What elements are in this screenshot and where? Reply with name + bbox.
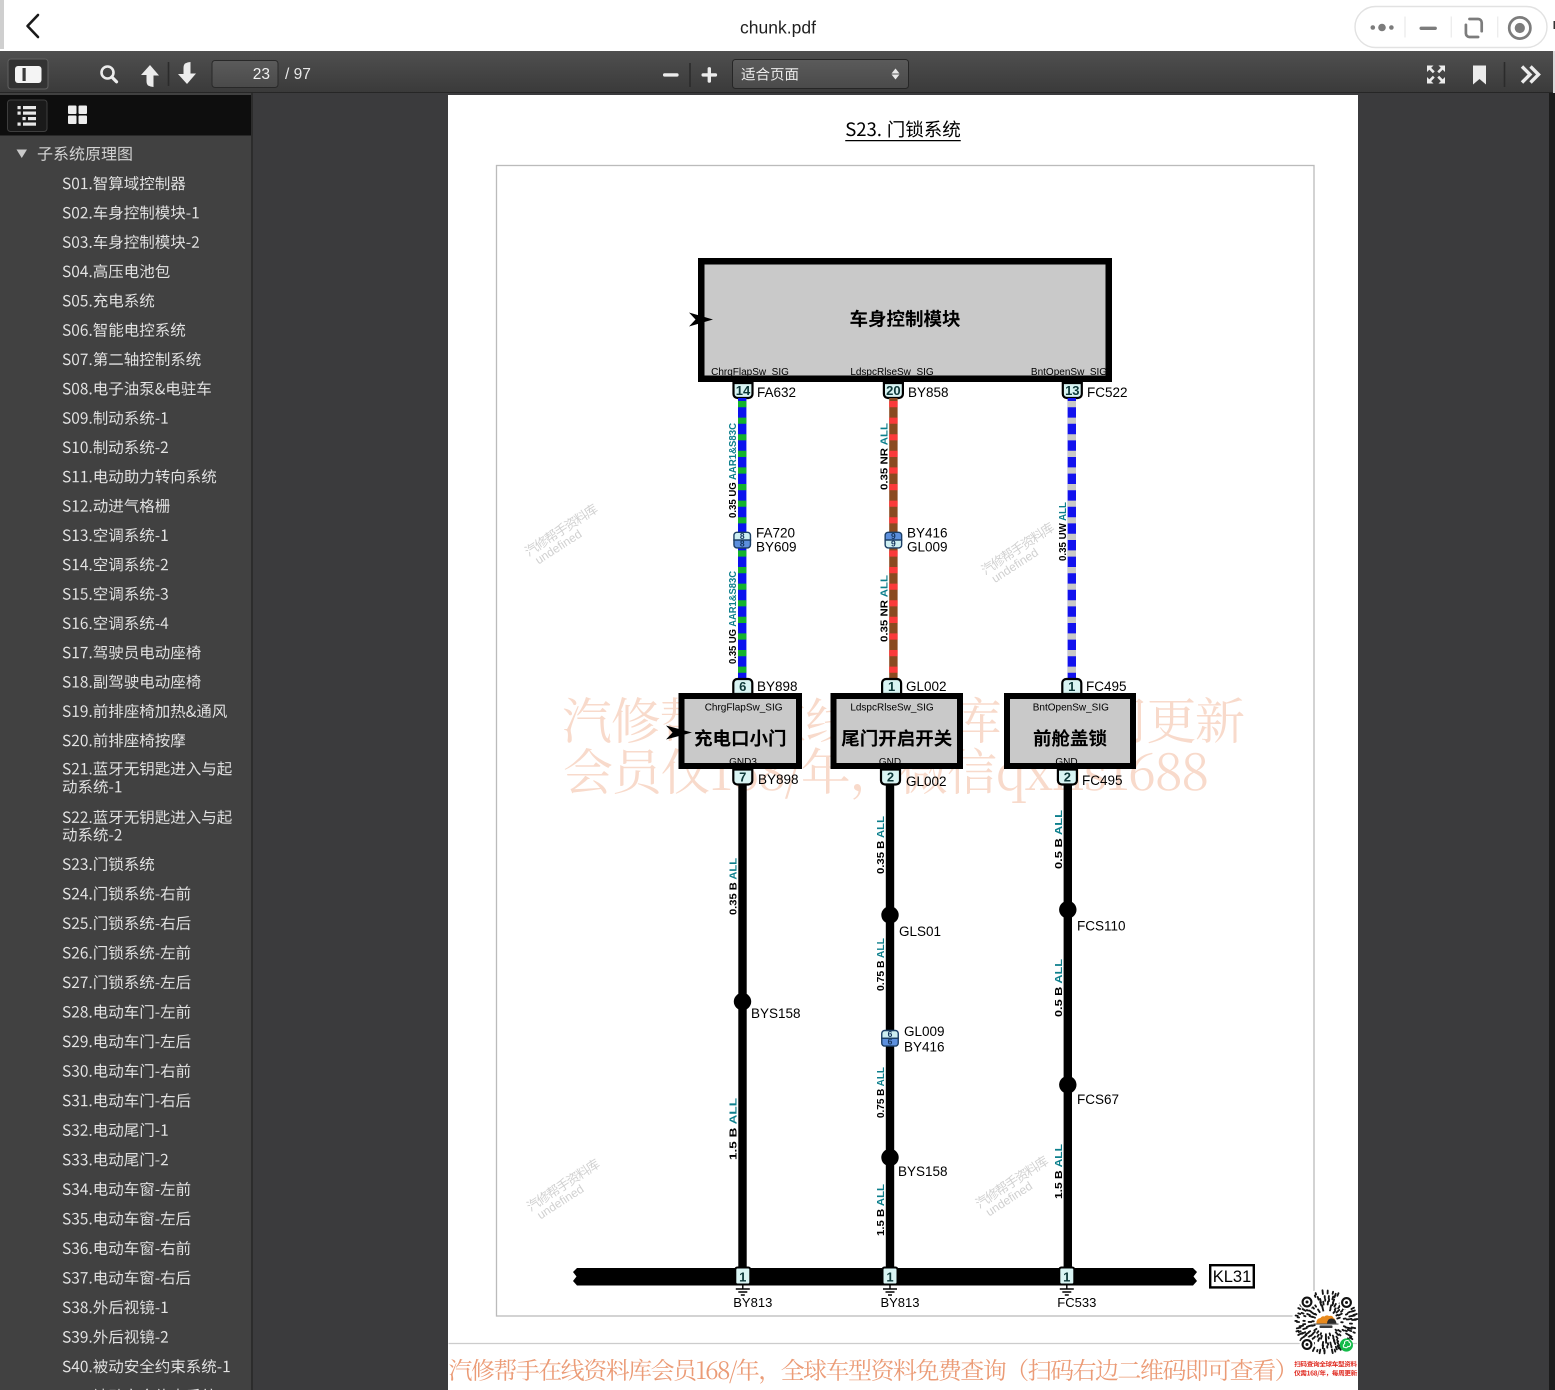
svg-text:FC522: FC522 <box>1087 385 1128 400</box>
svg-text:GL002: GL002 <box>906 679 947 694</box>
svg-text:FC495: FC495 <box>1082 773 1123 788</box>
svg-text:BY416: BY416 <box>907 526 948 541</box>
svg-text:1: 1 <box>1063 1270 1070 1285</box>
svg-text:GND3: GND3 <box>729 757 757 768</box>
svg-text:9: 9 <box>891 531 896 541</box>
svg-text:GL002: GL002 <box>906 774 947 789</box>
svg-text:0.35 UW ALL: 0.35 UW ALL <box>1058 502 1069 561</box>
svg-text:BYS158: BYS158 <box>751 1006 801 1021</box>
svg-text:0.35 UG AAR1&S83C: 0.35 UG AAR1&S83C <box>728 422 739 518</box>
svg-text:BYS158: BYS158 <box>898 1164 948 1179</box>
svg-text:1: 1 <box>888 679 895 694</box>
svg-text:6: 6 <box>888 1037 893 1047</box>
svg-text:chunk.pdf: chunk.pdf <box>740 18 816 38</box>
svg-text:GL009: GL009 <box>907 540 948 555</box>
svg-text:BY898: BY898 <box>757 679 798 694</box>
svg-text:8: 8 <box>740 531 745 541</box>
svg-text:13: 13 <box>1065 383 1079 398</box>
svg-text:/ 97: / 97 <box>285 66 311 83</box>
svg-text:ChrgFlapSw_SIG: ChrgFlapSw_SIG <box>705 703 783 714</box>
svg-text:BY813: BY813 <box>733 1295 772 1310</box>
svg-text:0.75 B ALL: 0.75 B ALL <box>876 1067 887 1118</box>
svg-text:1.5 B ALL: 1.5 B ALL <box>729 1098 740 1160</box>
svg-text:1: 1 <box>886 1270 893 1285</box>
svg-text:1.5 B ALL: 1.5 B ALL <box>876 1184 887 1236</box>
svg-text:6: 6 <box>739 679 746 694</box>
svg-text:BY416: BY416 <box>904 1040 945 1055</box>
svg-text:BY858: BY858 <box>908 385 949 400</box>
svg-text:0.75 B ALL: 0.75 B ALL <box>876 938 887 991</box>
svg-text:0.35 UG AAR1&S83C: 0.35 UG AAR1&S83C <box>728 570 739 664</box>
svg-text:1: 1 <box>1068 679 1075 694</box>
svg-text:LdspcRlseSw_SIG: LdspcRlseSw_SIG <box>850 367 934 378</box>
svg-text:FCS67: FCS67 <box>1077 1092 1119 1107</box>
svg-text:FA720: FA720 <box>756 526 795 541</box>
svg-text:0.35 B ALL: 0.35 B ALL <box>876 816 887 874</box>
svg-text:FC533: FC533 <box>1057 1295 1096 1310</box>
svg-text:KL31: KL31 <box>1213 1268 1252 1286</box>
svg-text:BY813: BY813 <box>880 1295 919 1310</box>
svg-text:FCS110: FCS110 <box>1077 919 1126 934</box>
svg-text:BntOpenSw_SIG: BntOpenSw_SIG <box>1031 367 1107 378</box>
svg-text:ChrgFlapSw_SIG: ChrgFlapSw_SIG <box>711 367 789 378</box>
svg-text:0.5 B ALL: 0.5 B ALL <box>1054 810 1065 869</box>
svg-text:8: 8 <box>740 538 745 548</box>
svg-text:1: 1 <box>739 1270 746 1285</box>
svg-text:1.5 B ALL: 1.5 B ALL <box>1054 1144 1065 1199</box>
svg-text:BntOpenSw_SIG: BntOpenSw_SIG <box>1033 703 1109 714</box>
svg-text:9: 9 <box>891 538 896 548</box>
svg-text:2: 2 <box>887 769 894 784</box>
svg-text:GL009: GL009 <box>904 1024 945 1039</box>
svg-text:14: 14 <box>736 383 751 398</box>
svg-text:BY609: BY609 <box>756 540 797 555</box>
svg-text:FA632: FA632 <box>757 385 796 400</box>
svg-text:23: 23 <box>253 66 270 83</box>
svg-text:LdspcRlseSw_SIG: LdspcRlseSw_SIG <box>850 703 934 714</box>
svg-text:0.5 B ALL: 0.5 B ALL <box>1054 959 1065 1017</box>
svg-text:BY898: BY898 <box>758 772 799 787</box>
svg-text:GLS01: GLS01 <box>899 924 941 939</box>
svg-text:0.35 B ALL: 0.35 B ALL <box>729 858 740 915</box>
svg-text:7: 7 <box>739 769 746 784</box>
svg-text:6: 6 <box>888 1029 893 1039</box>
svg-text:GND: GND <box>1055 757 1077 768</box>
svg-text:2: 2 <box>1064 769 1071 784</box>
svg-text:0.35 NR ALL: 0.35 NR ALL <box>879 423 890 490</box>
svg-text:GND: GND <box>879 757 901 768</box>
svg-text:FC495: FC495 <box>1086 679 1127 694</box>
svg-text:0.35 NR ALL: 0.35 NR ALL <box>879 575 890 642</box>
svg-text:20: 20 <box>886 383 900 398</box>
